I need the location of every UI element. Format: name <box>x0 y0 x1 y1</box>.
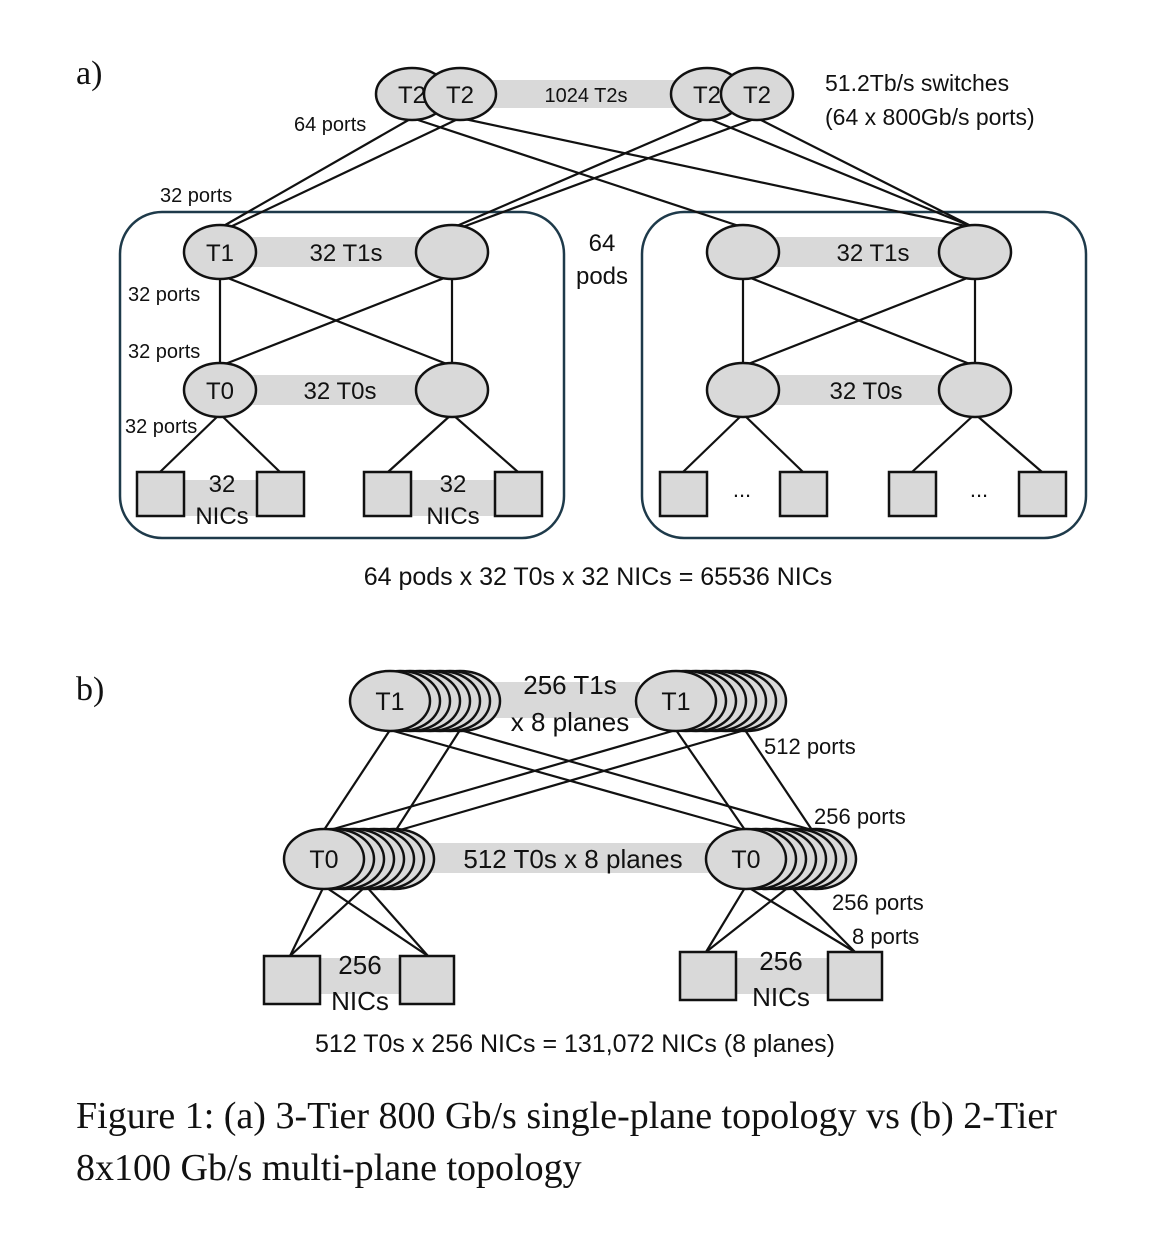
t1-count-line1: 256 T1s <box>523 670 616 700</box>
pods-count-line2: pods <box>576 263 628 290</box>
pod2-t0-count: 32 T0s <box>830 378 903 405</box>
t0-count-label: 512 T0s x 8 planes <box>463 844 682 874</box>
panel-a-summary: 64 pods x 32 T0s x 32 NICs = 65536 NICs <box>364 563 833 591</box>
pod2-links <box>682 273 1043 473</box>
nic-box <box>135 470 186 518</box>
pod1-nic-band-a <box>180 480 270 516</box>
pod2-t0-node <box>937 361 1013 419</box>
t1-stack-right <box>634 669 788 733</box>
nic-count-line1: 32 <box>209 471 236 498</box>
t0-stack-left <box>282 827 436 891</box>
nic-count-line2: NICs <box>426 503 479 530</box>
t0-up-ports-label: 256 ports <box>814 804 906 829</box>
pod1-t1-node <box>414 223 490 281</box>
nic-box <box>826 950 884 1002</box>
panel-a-label: a) <box>76 55 102 92</box>
t1-stack-left <box>348 669 502 733</box>
nic-box <box>658 470 709 518</box>
nic-count-line1: 32 <box>440 471 467 498</box>
nic-count-line2: NICs <box>331 986 389 1016</box>
nic-count-line2: NICs <box>752 982 810 1012</box>
t0-up-ports-label: 32 ports <box>128 341 200 363</box>
pod2-t1-node <box>705 223 781 281</box>
pod1-t1-band <box>240 237 440 267</box>
pod2-t1-count: 32 T1s <box>837 240 910 267</box>
pod1-t0-count: 32 T0s <box>304 378 377 405</box>
nic-box <box>398 954 456 1006</box>
figure-caption: Figure 1: (a) 3-Tier 800 Gb/s single-pla… <box>76 1095 1057 1189</box>
pod2-t0-band <box>765 375 965 405</box>
t2-node-label: T2 <box>446 82 474 109</box>
t1-plane-band <box>480 682 640 718</box>
nic-box <box>1017 470 1068 518</box>
t2-band <box>480 80 690 108</box>
t1-t0-links <box>323 728 813 832</box>
nic-ports-label: 8 ports <box>852 924 919 949</box>
ellipsis: ... <box>733 477 751 502</box>
nic-band-right <box>734 958 828 994</box>
panel-b-summary: 512 T0s x 256 NICs = 131,072 NICs (8 pla… <box>315 1030 835 1058</box>
t1-node-label: T1 <box>206 240 234 267</box>
pod2-t1-node <box>937 223 1013 281</box>
pod2-t1-band <box>765 237 965 267</box>
pods-count-line1: 64 <box>589 230 616 257</box>
pod1-t0-node <box>182 361 258 419</box>
nic-box <box>262 954 322 1006</box>
t2-count-label: 1024 T2s <box>544 85 627 107</box>
t2-node <box>719 66 795 122</box>
pod1-t1-count: 32 T1s <box>310 240 383 267</box>
t0-node-label: T0 <box>731 846 760 874</box>
panel-a: a) <box>76 55 1088 591</box>
t0-node <box>282 827 366 891</box>
switch-note-line2: (64 x 800Gb/s ports) <box>825 104 1035 130</box>
nic-box <box>493 470 544 518</box>
t0-down-ports-label: 256 ports <box>832 890 924 915</box>
t1-uplink-ports-label: 32 ports <box>160 185 232 207</box>
t2-t1-links <box>219 116 976 230</box>
pod1-nic-band-b <box>410 480 500 516</box>
t2-ports-label: 64 ports <box>294 114 366 136</box>
nic-count-line1: 256 <box>759 946 802 976</box>
t1-node-label: T1 <box>661 688 690 716</box>
t1-node <box>634 669 718 733</box>
ellipsis: ... <box>970 477 988 502</box>
pod1-links <box>159 273 519 473</box>
t1-down-ports-label: 32 ports <box>128 284 200 306</box>
pod-2 <box>640 210 1088 540</box>
t0-stack-right <box>704 827 858 891</box>
t0-plane-band <box>430 843 710 873</box>
t0-node-label: T0 <box>309 846 338 874</box>
nic-box <box>255 470 306 518</box>
t1-node <box>348 669 432 733</box>
t0-node <box>704 827 788 891</box>
t2-node-label: T2 <box>398 82 426 109</box>
panel-b: b) <box>76 669 924 1058</box>
t0-nic-links <box>289 885 856 957</box>
t0-down-ports-label: 32 ports <box>125 416 197 438</box>
t2-node-label: T2 <box>743 82 771 109</box>
pod1-t0-band <box>240 375 440 405</box>
panel-b-label: b) <box>76 671 104 708</box>
nic-box <box>887 470 938 518</box>
t2-node <box>422 66 498 122</box>
t1-node-label: T1 <box>375 688 404 716</box>
nic-box <box>362 470 413 518</box>
t2-node-label: T2 <box>693 82 721 109</box>
topology-diagram: a) <box>76 55 1088 1058</box>
nic-box <box>678 950 738 1002</box>
t1-count-line2: x 8 planes <box>511 707 630 737</box>
pod-1 <box>118 210 566 540</box>
pod2-t0-node <box>705 361 781 419</box>
pod1-t1-node <box>182 223 258 281</box>
nic-count-line2: NICs <box>195 503 248 530</box>
pod1-t0-node <box>414 361 490 419</box>
nic-box <box>778 470 829 518</box>
t0-node-label: T0 <box>206 378 234 405</box>
nic-band-left <box>318 958 402 994</box>
t1-ports-label: 512 ports <box>764 734 856 759</box>
nic-count-line1: 256 <box>338 950 381 980</box>
switch-note-line1: 51.2Tb/s switches <box>825 70 1009 96</box>
